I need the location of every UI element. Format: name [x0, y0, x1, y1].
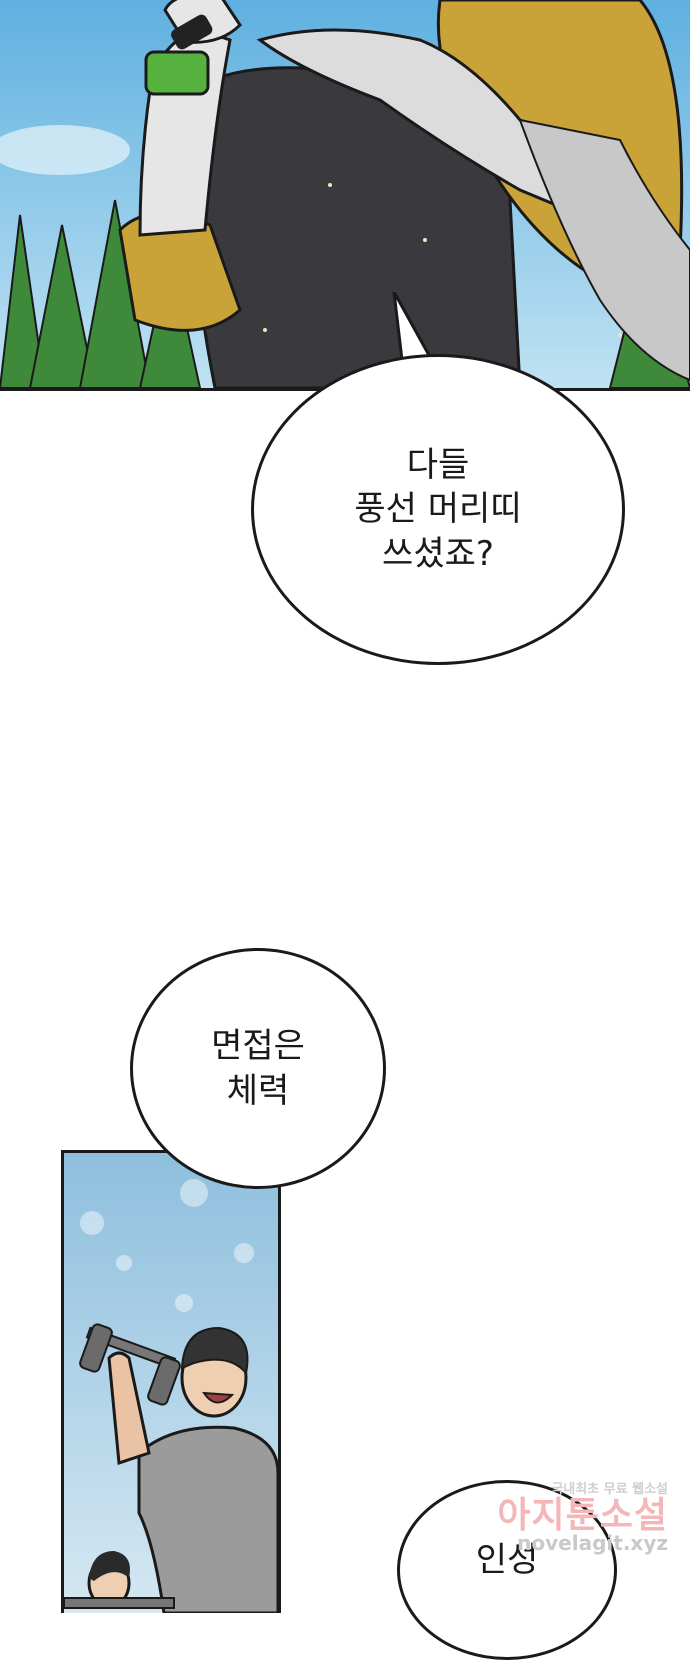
speech-bubble-top-text: 다들 풍선 머리띠 쓰셨죠?: [354, 445, 522, 574]
speech-bubble-middle: 면접은 체력: [130, 948, 386, 1189]
watermark-url: novelagit.xyz: [517, 1530, 668, 1555]
watermark-brand: 아지툰소설: [497, 1495, 668, 1536]
bubble-tail: [392, 292, 432, 362]
panel-outdoor-scene: [0, 0, 690, 391]
speech-bubble-middle-text: 면접은 체력: [211, 1026, 305, 1111]
speech-bubble-bottom-text: 인성: [475, 1540, 539, 1580]
gym-illustration: [64, 1153, 278, 1613]
panel-gym-scene: [61, 1150, 281, 1613]
outdoor-illustration: [0, 0, 690, 388]
watermark: 국내최초 무료 웹소설 아지툰소설 novelagit.xyz: [468, 1478, 668, 1555]
watermark-tagline: 국내최초 무료 웹소설: [551, 1482, 668, 1497]
speech-bubble-top: 다들 풍선 머리띠 쓰셨죠?: [251, 354, 625, 665]
